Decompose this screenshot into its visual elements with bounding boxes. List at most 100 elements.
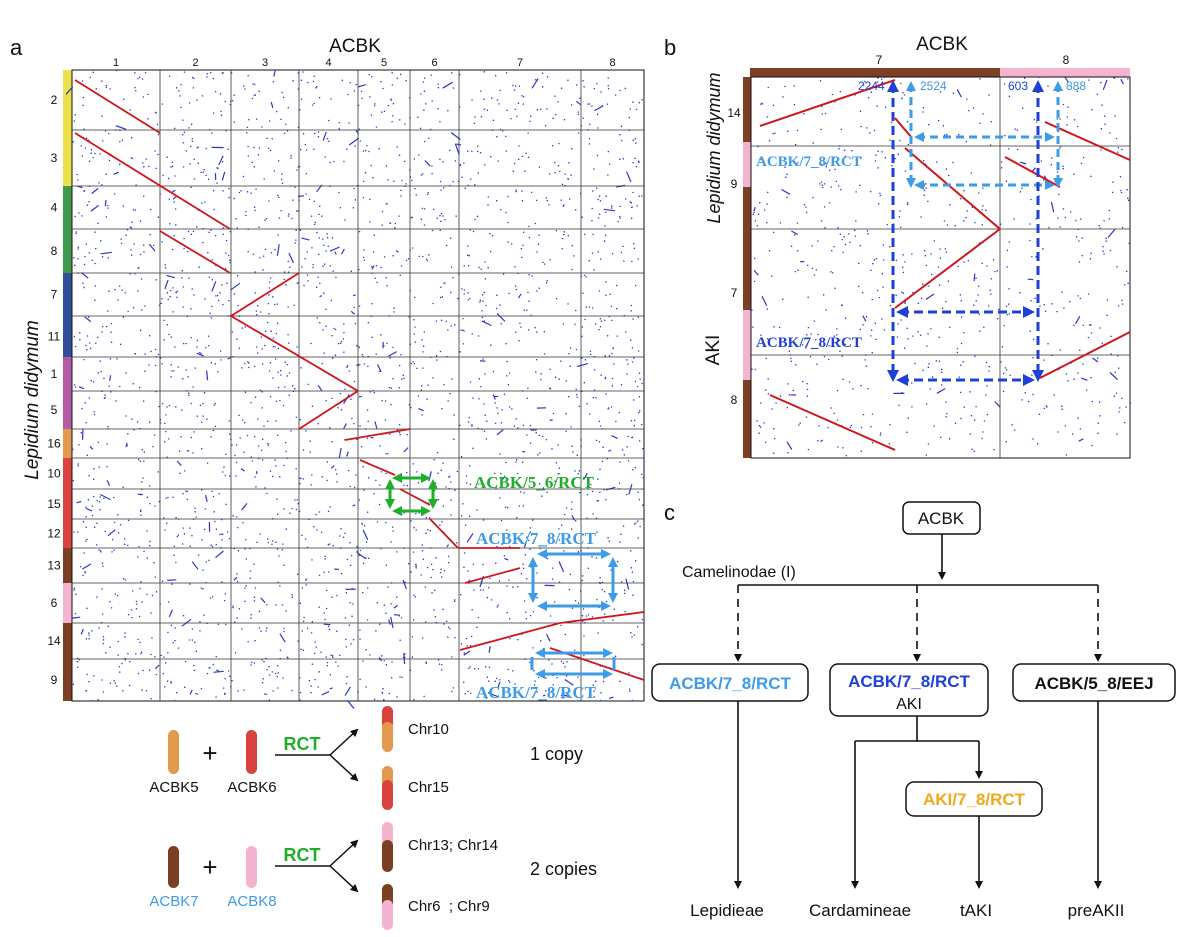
panel-b-col-label-8: 8 bbox=[1063, 53, 1070, 67]
panel-a-dotplot-noise bbox=[65, 69, 645, 709]
panel-a-blue-rct-label-1: ACBK/7_8/RCT bbox=[476, 529, 597, 548]
row-label-13: 13 bbox=[47, 559, 61, 573]
row-label-3: 3 bbox=[51, 151, 58, 165]
row-label-5: 5 bbox=[51, 403, 58, 417]
chr6-chr9-chromosome bbox=[382, 900, 393, 930]
one-copy-label: 1 copy bbox=[530, 744, 583, 764]
panel-b-light-blue-arrows bbox=[906, 81, 1063, 190]
chr13-chr14-chromosome bbox=[382, 840, 393, 872]
panel-b-colbar-8 bbox=[1000, 68, 1130, 77]
row-bar-9 bbox=[63, 659, 72, 701]
panel-b-annotation-top: ACBK/7_8/RCT bbox=[756, 154, 862, 170]
panel-b-row-label-9: 9 bbox=[731, 177, 738, 191]
panel-a-synteny-lines bbox=[74, 79, 645, 681]
leaf-cardamineae: Cardamineae bbox=[809, 901, 911, 920]
row-label-4: 4 bbox=[51, 201, 58, 215]
acbk6-chromosome bbox=[246, 730, 257, 774]
row-bar-6 bbox=[63, 583, 72, 623]
col-label-4: 4 bbox=[325, 57, 331, 69]
acbk7-chromosome bbox=[168, 846, 179, 888]
row-bar-16 bbox=[63, 429, 72, 458]
panel-b-dark-blue-arrows bbox=[887, 80, 1044, 386]
panel-a-blue-rct-label-2: ACBK/7_8/RCT bbox=[476, 683, 597, 702]
chr15-chromosome bbox=[382, 780, 393, 810]
panel-b-row-label-7: 7 bbox=[731, 286, 738, 300]
synteny-block-7 bbox=[359, 459, 396, 476]
chr10-label: Chr10 bbox=[408, 721, 449, 738]
row-label-15: 15 bbox=[47, 497, 61, 511]
panel-b-side-title: Lepidium didymum bbox=[704, 72, 724, 223]
node3-label: ACBK/5_8/EEJ bbox=[1034, 674, 1153, 693]
panel-b-row-label-14: 14 bbox=[727, 106, 741, 120]
plus-sign-1: + bbox=[202, 738, 217, 768]
synteny-block-12 bbox=[459, 622, 561, 651]
panel-c-tree-lines bbox=[734, 534, 1102, 889]
col-label-6: 6 bbox=[431, 57, 437, 69]
col-label-7: 7 bbox=[517, 57, 523, 69]
col-label-1: 1 bbox=[113, 57, 119, 69]
tree-branch-label: Camelinodae (I) bbox=[682, 564, 796, 581]
row-label-14: 14 bbox=[47, 634, 61, 648]
row-bar-4 bbox=[63, 186, 72, 229]
chr10-chromosome bbox=[382, 722, 393, 752]
panel-a-grid bbox=[72, 70, 644, 701]
panel-a-top-title: ACBK bbox=[329, 36, 381, 57]
leaf-taki: tAKI bbox=[960, 901, 992, 920]
panel-b-col-label-7: 7 bbox=[876, 53, 883, 67]
panel-a-blue-rct-arrows-2 bbox=[530, 648, 616, 679]
row-label-12: 12 bbox=[47, 527, 61, 541]
row-label-16: 16 bbox=[47, 437, 61, 451]
row-label-9: 9 bbox=[51, 673, 58, 687]
synteny-block-5 bbox=[298, 390, 359, 430]
panel-a-blue-rct-arrows-1 bbox=[528, 549, 618, 611]
panel-c-letter: c bbox=[664, 500, 675, 525]
node2-label: ACBK/7_8/RCT bbox=[848, 672, 970, 691]
row-label-1: 1 bbox=[51, 367, 58, 381]
panel-b-coordinate-labels: 2244 2524 603 888 bbox=[858, 79, 1086, 93]
coord-2524: 2524 bbox=[920, 79, 947, 93]
node3-box bbox=[1012, 663, 1176, 702]
row-bar-11 bbox=[63, 316, 72, 357]
node4-box bbox=[905, 781, 1043, 817]
col-label-8: 8 bbox=[609, 57, 615, 69]
row-bar-13 bbox=[63, 548, 72, 583]
synteny-block-9 bbox=[429, 518, 459, 549]
panel-b-letter: b bbox=[664, 35, 676, 60]
coord-2244: 2244 bbox=[858, 79, 885, 93]
panel-b-colbar-7 bbox=[750, 68, 1000, 77]
node1-label: ACBK/7_8/RCT bbox=[669, 674, 791, 693]
panel-a-green-rct-label: ACBK/5_6/RCT bbox=[474, 473, 595, 492]
synteny-block-4 bbox=[230, 315, 359, 392]
panel-b-annotation-bottom: ACBK/7_8/RCT bbox=[756, 335, 862, 351]
synteny-block-2 bbox=[159, 230, 231, 274]
rct-label-1: RCT bbox=[284, 734, 321, 754]
row-bar-15 bbox=[63, 489, 72, 519]
panel-a-letter: a bbox=[10, 35, 23, 60]
col-label-5: 5 bbox=[381, 57, 387, 69]
row-bar-7 bbox=[63, 273, 72, 316]
node2-sub-label: AKI bbox=[896, 696, 922, 713]
chr15-label: Chr15 bbox=[408, 779, 449, 796]
row-bar-5 bbox=[63, 391, 72, 429]
chr6-chr9-label: Chr6 ; Chr9 bbox=[408, 898, 490, 915]
leaf-lepidieae: Lepidieae bbox=[690, 901, 764, 920]
rct-label-2: RCT bbox=[284, 845, 321, 865]
row-label-7: 7 bbox=[51, 288, 58, 302]
tree-root-box bbox=[902, 501, 981, 535]
row-bar-1 bbox=[63, 357, 72, 391]
row-label-2: 2 bbox=[51, 93, 58, 107]
row-bar-2 bbox=[63, 70, 72, 130]
synteny-block-13 bbox=[559, 611, 645, 624]
row-label-11: 11 bbox=[48, 330, 61, 344]
acbk5-label: ACBK5 bbox=[149, 779, 198, 796]
two-copies-label: 2 copies bbox=[530, 859, 597, 879]
synteny-block-1 bbox=[74, 132, 231, 230]
row-label-8: 8 bbox=[51, 244, 58, 258]
node4-label: AKI/7_8/RCT bbox=[923, 790, 1026, 809]
panel-a-side-title: Lepidium didymum bbox=[22, 320, 43, 479]
row-label-10: 10 bbox=[47, 467, 61, 481]
acbk8-chromosome bbox=[246, 846, 257, 888]
